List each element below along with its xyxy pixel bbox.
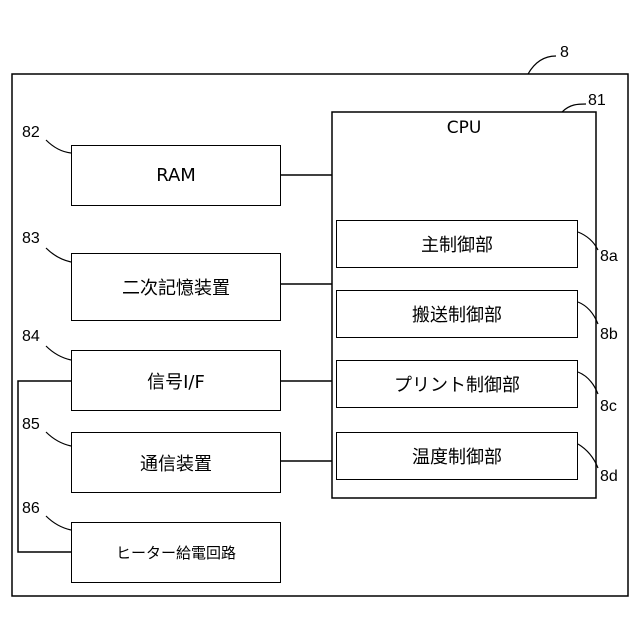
signal-interface-label: 信号I/F <box>147 368 205 394</box>
ref-label-system: 8 <box>560 44 569 62</box>
ref-label-ram: 82 <box>22 124 40 142</box>
leader-8 <box>528 56 556 74</box>
heater-power-circuit-label: ヒーター給電回路 <box>116 542 236 563</box>
ram-label: RAM <box>156 165 196 186</box>
main-control-label: 主制御部 <box>421 231 493 257</box>
ref-label-comm: 85 <box>22 416 40 434</box>
secondary-storage-label: 二次記憶装置 <box>122 274 230 300</box>
heater-power-circuit-box: ヒーター給電回路 <box>71 522 281 583</box>
temperature-control-label: 温度制御部 <box>412 443 502 469</box>
ref-label-transport-control: 8b <box>600 326 618 344</box>
temperature-control-unit: 温度制御部 <box>336 432 578 480</box>
print-control-unit: プリント制御部 <box>336 360 578 408</box>
leader-8b <box>578 302 598 324</box>
communication-device-label: 通信装置 <box>140 450 212 476</box>
communication-device-box: 通信装置 <box>71 432 281 493</box>
leader-82 <box>46 140 71 153</box>
signal-interface-box: 信号I/F <box>71 350 281 411</box>
leader-86 <box>46 516 71 530</box>
leader-84 <box>46 346 71 360</box>
secondary-storage-box: 二次記憶装置 <box>71 253 281 321</box>
ref-label-cpu: 81 <box>588 92 606 110</box>
ref-label-storage: 83 <box>22 230 40 248</box>
print-control-label: プリント制御部 <box>394 371 520 397</box>
ref-label-main-control: 8a <box>600 248 618 266</box>
leader-83 <box>46 248 71 262</box>
leader-81 <box>562 104 586 112</box>
ref-label-print-control: 8c <box>600 398 617 416</box>
leader-8d <box>578 444 598 468</box>
leader-8c <box>578 372 598 394</box>
ram-box: RAM <box>71 145 281 206</box>
leader-85 <box>46 432 71 446</box>
cpu-title: CPU <box>332 118 596 138</box>
ref-label-signal: 84 <box>22 328 40 346</box>
main-control-unit: 主制御部 <box>336 220 578 268</box>
ref-label-temperature-control: 8d <box>600 468 618 486</box>
signal-heater-link <box>18 381 71 552</box>
transport-control-label: 搬送制御部 <box>412 301 502 327</box>
leader-8a <box>578 232 598 250</box>
transport-control-unit: 搬送制御部 <box>336 290 578 338</box>
ref-label-heater: 86 <box>22 500 40 518</box>
